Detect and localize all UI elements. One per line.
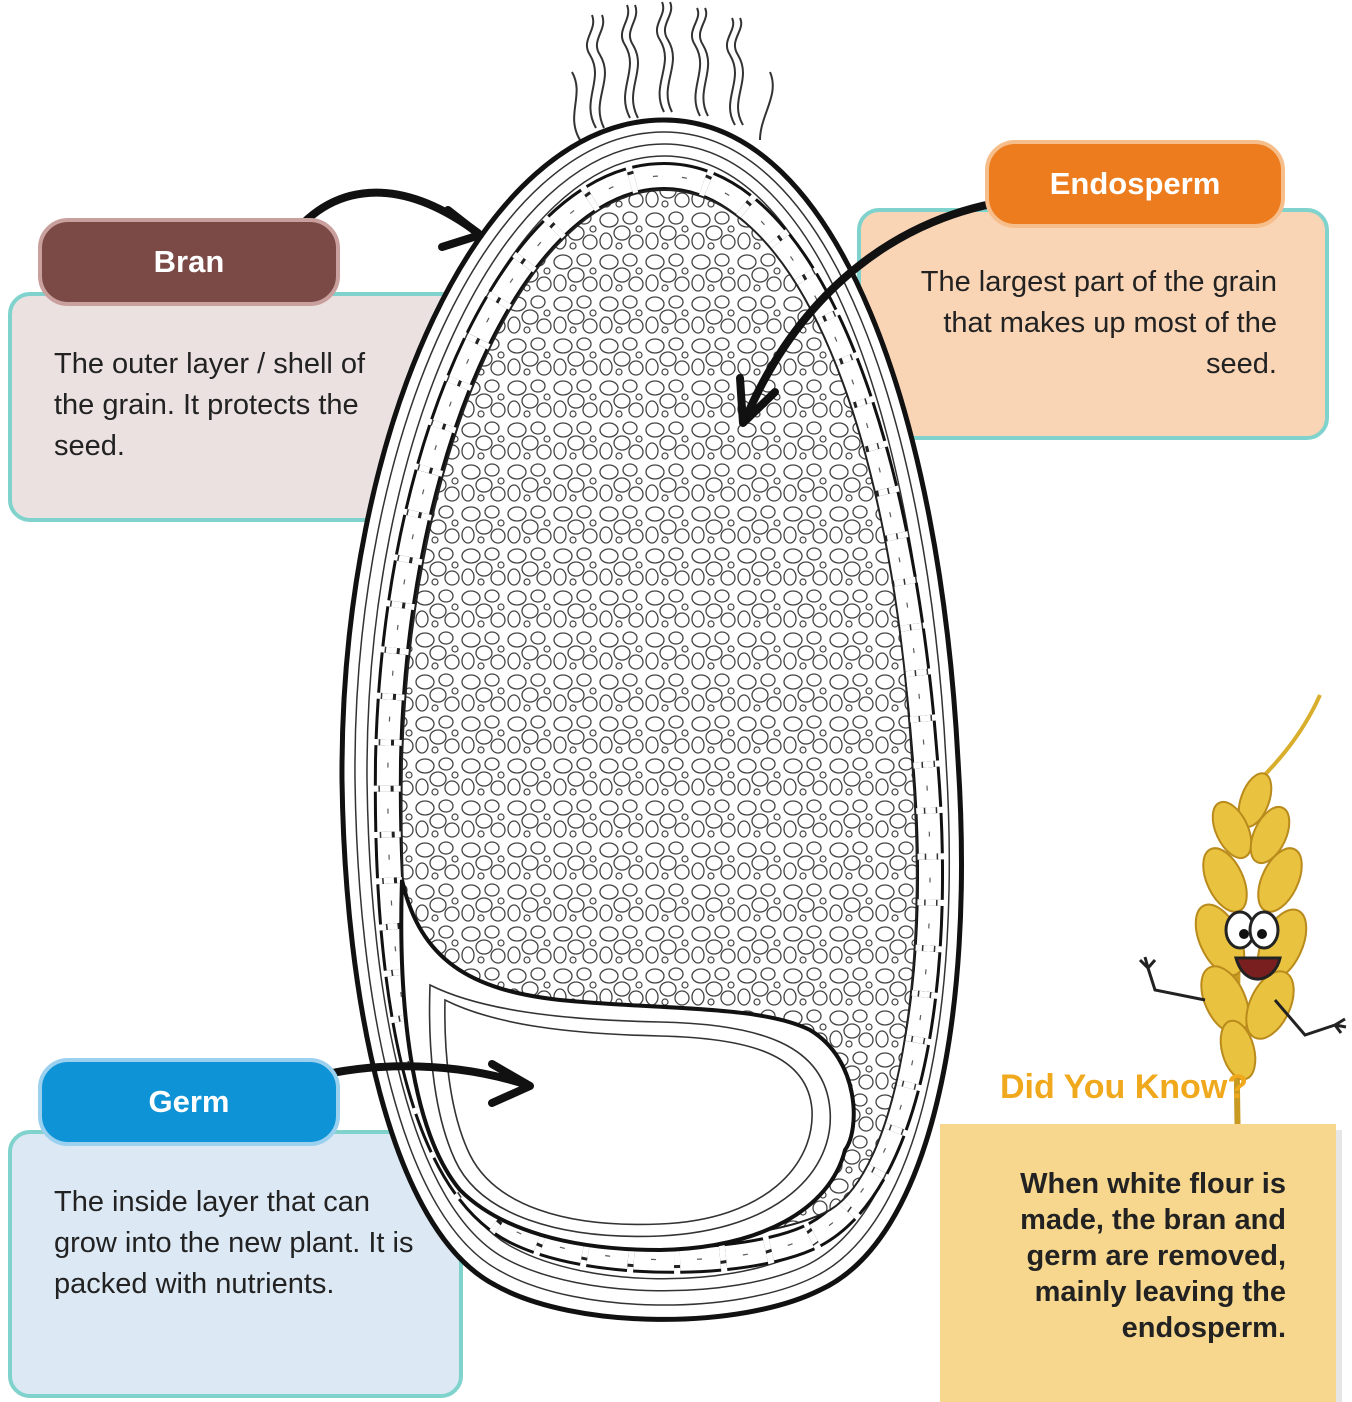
germ-label: Germ bbox=[38, 1058, 340, 1146]
bran-label: Bran bbox=[38, 218, 340, 306]
did-you-know-title: Did You Know? bbox=[1000, 1068, 1248, 1107]
did-you-know-text: When white flour is made, the bran and g… bbox=[966, 1166, 1286, 1346]
did-you-know-box: When white flour is made, the bran and g… bbox=[940, 1124, 1336, 1402]
endosperm-label: Endosperm bbox=[985, 140, 1285, 228]
